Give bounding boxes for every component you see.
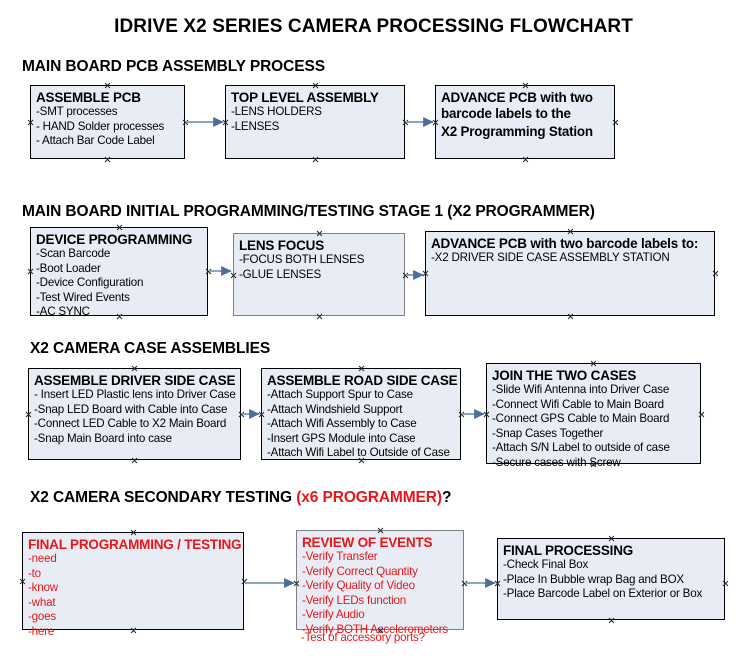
section-header-accent: (x6 PROGRAMMER) [296,489,442,506]
node-line: -what [28,595,56,609]
node-line: -Attach Wifi Assembly to Case [267,417,417,430]
node-line: - Insert LED Plastic lens into Driver Ca… [34,388,236,401]
node-title: FINAL PROCESSING [503,543,634,558]
section-header-main-board-pcb-assembly: MAIN BOARD PCB ASSEMBLY PROCESS [22,58,325,76]
node-line: -Attach Support Spur to Case [267,388,413,401]
node-title: LENS FOCUS [239,238,325,253]
node-line: -Check Final Box [503,558,589,571]
node-line: -Verify Transfer [302,550,378,563]
node-line: -Snap Main Board into case [34,431,172,445]
node-title: ADVANCE PCB with two barcode labels to: [431,236,699,251]
node-title: FINAL PROGRAMMING / TESTING [28,537,242,552]
node-line: -Verify LEDs function [302,593,407,607]
node-line: X2 Programming Station [441,123,593,139]
node-line: -Boot Loader [36,261,101,275]
node-line: -Device Configuration [36,276,144,289]
node-line: -here [28,624,55,638]
node-line: -Connect Wifi Cable to Main Board [492,397,664,411]
node-final-programming-testing[interactable]: FINAL PROGRAMMING / TESTING -need -to -k… [22,532,244,638]
section-header-x2-camera-case-assemblies: X2 CAMERA CASE ASSEMBLIES [30,340,270,358]
node-line: -Verify Audio [302,608,365,621]
node-line: -FOCUS BOTH LENSES [239,253,365,266]
node-title: DEVICE PROGRAMMING [36,232,193,247]
node-line: -goes [28,610,57,623]
node-assemble-road-side-case[interactable]: ASSEMBLE ROAD SIDE CASE -Attach Support … [261,368,461,460]
node-join-the-two-cases[interactable]: JOIN THE TWO CASES -Slide Wifi Antenna i… [486,363,701,469]
node-line: -Place Barcode Label on Exterior or Box [503,587,703,600]
section-header-text: X2 CAMERA CASE ASSEMBLIES [30,340,271,357]
node-line: barcode labels to the [441,106,571,121]
node-title: ASSEMBLE PCB [36,90,141,105]
node-title: ASSEMBLE DRIVER SIDE CASE [34,373,236,388]
node-line: -Attach S/N Label to outside of case [492,441,670,454]
node-title: TOP LEVEL ASSEMBLY [231,90,379,105]
node-line: -Attach Windshield Support [267,402,403,416]
node-line: -Verify Correct Quantity [302,564,418,578]
node-line: -SMT processes [36,105,118,118]
node-line: -Connect GPS Cable to Main Board [492,412,670,425]
node-line: -Test Wired Events [36,290,130,304]
node-line: -Verify Quality of Video [302,579,415,592]
node-line: - Attach Bar Code Label [36,134,155,147]
section-header-main-board-initial-programming: MAIN BOARD INITIAL PROGRAMMING/TESTING S… [22,203,595,221]
node-advance-pcb-driver-side[interactable]: ADVANCE PCB with two barcode labels to: … [425,231,715,316]
node-title: ASSEMBLE ROAD SIDE CASE [267,373,458,388]
node-line: -Insert GPS Module into Case [267,431,416,445]
node-lens-focus[interactable]: LENS FOCUS -FOCUS BOTH LENSES -GLUE LENS… [233,233,405,316]
node-top-level-assembly[interactable]: TOP LEVEL ASSEMBLY -LENS HOLDERS -LENSES [225,85,405,159]
node-line: -to [28,566,41,580]
page-title: IDRIVE X2 SERIES CAMERA PROCESSING FLOWC… [114,16,633,37]
node-assemble-pcb[interactable]: ASSEMBLE PCB -SMT processes - HAND Solde… [30,85,185,159]
node-line: -Place In Bubble wrap Bag and BOX [503,572,684,586]
node-overflow-line: -Test of accessory ports? [301,631,425,644]
node-line: -GLUE LENSES [239,267,322,281]
node-final-processing[interactable]: FINAL PROCESSING -Check Final Box -Place… [497,538,725,620]
node-review-of-events[interactable]: REVIEW OF EVENTS -Verify Transfer -Verif… [296,530,464,636]
node-title: REVIEW OF EVENTS [302,535,433,550]
node-device-programming[interactable]: DEVICE PROGRAMMING -Scan Barcode -Boot L… [30,227,208,318]
node-line: - HAND Solder processes [36,119,165,133]
node-line: -LENSES [231,119,280,133]
node-line: -Attach Wifi Label to Outside of Case [267,446,450,459]
section-header-text: MAIN BOARD PCB ASSEMBLY PROCESS [22,58,325,75]
node-title: ADVANCE PCB with two [441,90,593,105]
node-line: -Verify BOTH Accelerometers [302,622,449,636]
node-title: JOIN THE TWO CASES [492,368,637,383]
node-assemble-driver-side-case[interactable]: ASSEMBLE DRIVER SIDE CASE - Insert LED P… [28,368,241,460]
node-line: -need [28,552,57,565]
section-header-x2-camera-secondary-testing: X2 CAMERA SECONDARY TESTING (x6 PROGRAMM… [30,489,451,507]
node-line: -Slide Wifi Antenna into Driver Case [492,383,670,396]
node-line: -Secure cases with Screw [492,455,621,469]
node-line: -Snap Cases Together [492,426,604,440]
node-line: -Scan Barcode [36,247,111,260]
node-line: -X2 DRIVER SIDE CASE ASSEMBLY STATION [431,251,670,264]
node-line: -know [28,581,58,594]
node-line: -Connect LED Cable to X2 Main Board [34,417,227,430]
node-advance-pcb-station[interactable]: ADVANCE PCB with two barcode labels to t… [435,85,615,159]
section-header-tail: ? [441,489,452,506]
node-line: -LENS HOLDERS [231,105,322,118]
node-line: -AC SYNC [36,305,90,318]
section-header-text: MAIN BOARD INITIAL PROGRAMMING/TESTING S… [22,203,595,220]
section-header-text: X2 CAMERA SECONDARY TESTING [30,489,297,506]
node-line: -Snap LED Board with Cable into Case [34,402,228,416]
